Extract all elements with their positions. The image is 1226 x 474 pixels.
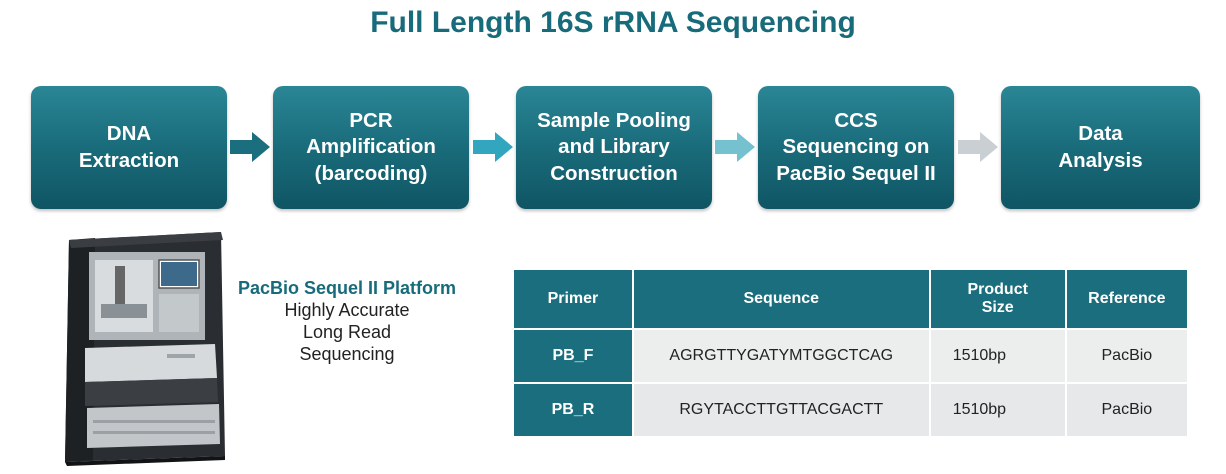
column-header-sequence: Sequence [633,270,929,328]
primer-reference: PacBio [1066,330,1187,382]
primer-sequence: RGYTACCTTGTTACGACTT [633,384,929,436]
arrow-right-icon [473,132,513,162]
product-size: 1510bp [930,384,1065,436]
step-data-analysis: Data Analysis [1001,86,1200,209]
arrow-shape [958,132,998,162]
primer-reference: PacBio [1066,384,1187,436]
platform-caption: PacBio Sequel II Platform Highly Accurat… [237,277,457,365]
column-header-primer: Primer [514,270,632,328]
platform-name: PacBio Sequel II Platform [237,278,457,298]
column-header-product-size: Product Size [930,270,1065,328]
table-row: PB_R RGYTACCTTGTTACGACTT 1510bp PacBio [514,384,1187,436]
arrow-shape [230,132,270,162]
step-dna-extraction: DNA Extraction [31,86,227,209]
step-sample-pooling: Sample Pooling and Library Construction [516,86,712,209]
arrow-shape [473,132,513,162]
sequencer-instrument-image [65,232,225,466]
primer-name: PB_R [514,384,632,436]
step-ccs-sequencing: CCS Sequencing on PacBio Sequel II [758,86,954,209]
primer-name: PB_F [514,330,632,382]
arrow-right-icon [715,132,755,162]
platform-description: Highly Accurate Long Read Sequencing [284,300,410,364]
column-header-reference: Reference [1066,270,1187,328]
arrow-right-icon [958,132,998,162]
primer-sequence: AGRGTTYGATYMTGGCTCAG [633,330,929,382]
table-row: PB_F AGRGTTYGATYMTGGCTCAG 1510bp PacBio [514,330,1187,382]
page-title: Full Length 16S rRNA Sequencing [370,6,856,39]
arrow-shape [715,132,755,162]
product-size: 1510bp [930,330,1065,382]
arrow-right-icon [230,132,270,162]
primer-table: Primer Sequence Product Size Reference P… [512,268,1189,438]
step-pcr-amplification: PCR Amplification (barcoding) [273,86,469,209]
table-header-row: Primer Sequence Product Size Reference [514,270,1187,328]
